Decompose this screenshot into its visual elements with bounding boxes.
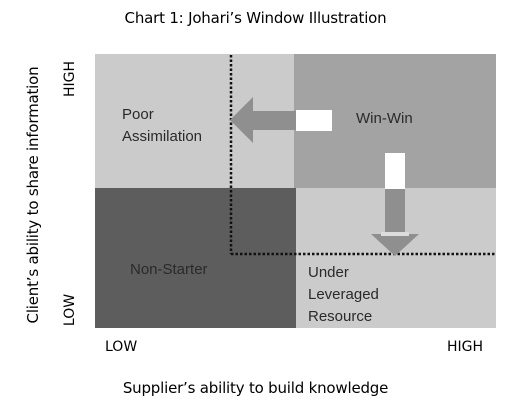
quadrant-label-under-line1: Under [308, 264, 349, 281]
x-axis-low-label: LOW [105, 339, 138, 355]
chart-title: Chart 1: Johari’s Window Illustration [124, 9, 387, 27]
left-arrow-icon [230, 97, 332, 143]
y-axis-low-label: LOW [62, 293, 78, 327]
quadrant-label-win-win: Win-Win [356, 110, 413, 127]
quadrant-label-under-line3: Resource [308, 308, 372, 325]
x-axis-high-label: HIGH [447, 339, 484, 355]
quadrant-label-poor-line1: Poor [122, 106, 154, 123]
quadrant-label-poor-line2: Assimilation [122, 128, 202, 145]
quadrant-label-non-starter: Non-Starter [130, 261, 208, 278]
quadrant-label-under-line2: Leveraged [308, 286, 379, 303]
quadrant-bottom-left [95, 188, 296, 328]
y-axis-label: Client’s ability to share information [24, 66, 42, 324]
down-arrow-icon [371, 153, 419, 256]
x-axis-label: Supplier’s ability to build knowledge [122, 379, 389, 397]
y-axis-high-label: HIGH [62, 60, 78, 98]
